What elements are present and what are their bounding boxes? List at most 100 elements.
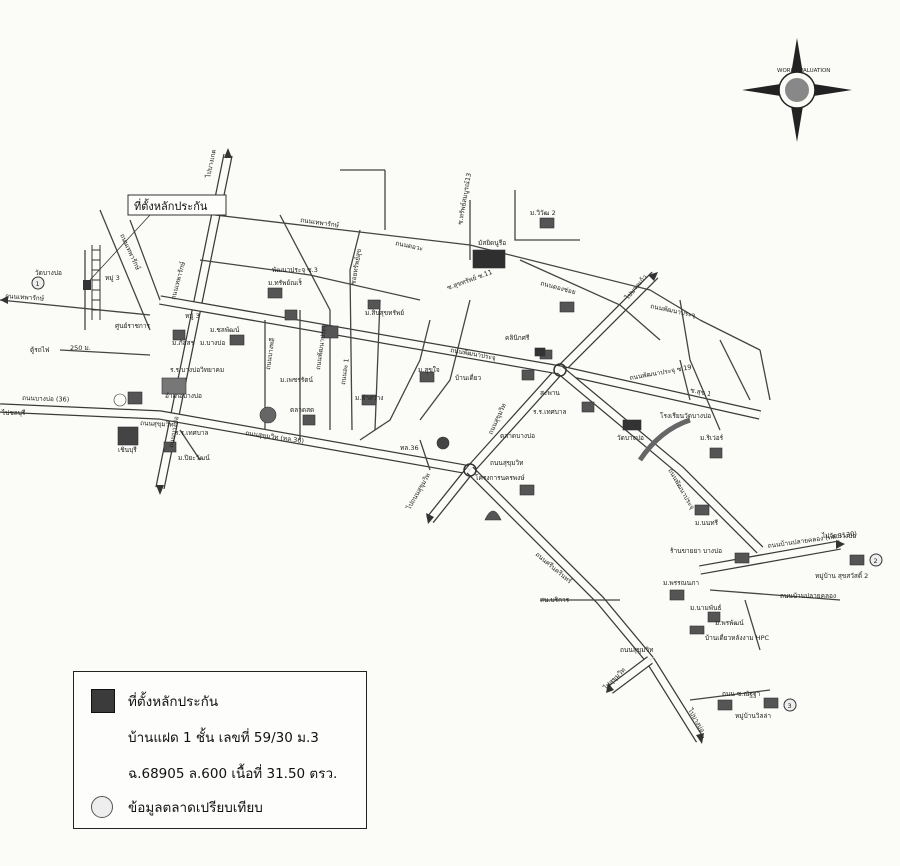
map-label: ร.ร.เทศบาล	[175, 429, 209, 437]
map-label: ม.วิวัฒ 2	[530, 209, 556, 217]
map-label: ม.นามพันธ์	[690, 604, 721, 612]
legend: ที่ตั้งหลักประกัน บ้านแฝด 1 ชั้น เลขที่ …	[73, 671, 367, 829]
house-icon	[163, 441, 177, 453]
map-label: พัฒนาประจุ ซ.3	[272, 266, 318, 274]
school-icon	[161, 377, 187, 395]
compass-w: W	[765, 87, 772, 95]
map-label: ม.ชลพัฒน์	[210, 326, 240, 334]
map-label: ถนนบางบ่อ (36)	[22, 394, 69, 404]
legend-subject-label: ที่ตั้งหลักประกัน	[128, 694, 219, 710]
subject-location-marker	[83, 280, 91, 290]
map-label: หมู่ 3	[185, 312, 200, 320]
house-icon	[172, 329, 186, 341]
compass-e: E	[823, 87, 827, 95]
map-label: โครงการนครพงษ์	[475, 474, 525, 482]
map-label: ถนนเทพารักษ์	[5, 292, 45, 303]
house-icon	[709, 447, 723, 459]
map-label: ถนนบางพลี	[264, 337, 276, 370]
map-label: สะพาน	[540, 389, 560, 397]
canal-icon	[637, 417, 691, 462]
compass-ring-text: WORLD VALUATION	[777, 68, 830, 74]
map-label: ม.ภัสสร	[172, 339, 195, 347]
map-label: ทล.36	[400, 444, 419, 452]
map-label: ไปวัดบางบ่อ	[821, 532, 856, 540]
house-icon	[559, 301, 575, 313]
marker-1: 1	[36, 280, 40, 288]
map-label: วัดบางบ่อ	[617, 434, 644, 442]
house-icon	[539, 217, 555, 229]
railway	[91, 245, 101, 320]
callout-text: ที่ตั้งหลักประกัน	[134, 198, 208, 213]
landmark-icons	[113, 217, 865, 711]
map-label: เชินบุรี	[118, 446, 137, 454]
house-icon	[284, 309, 298, 321]
roundabout-2	[553, 363, 567, 377]
house-icon	[519, 484, 535, 496]
map-label: ซอยทรัพย์สุข	[349, 248, 363, 285]
marker-2: 2	[874, 557, 878, 565]
building-icon	[734, 552, 750, 564]
map-label: ถนน ซ.ณัฐฐา	[722, 690, 761, 698]
map-label: ถนนเทพารักษ์	[169, 260, 187, 300]
map-label: ตลาดบางบ่อ	[500, 432, 535, 440]
map-label: ร้านขายยา บางบ่อ	[670, 547, 722, 555]
map-label: ถนนตอวะ	[395, 239, 424, 253]
map-label: โรงเรียนวัดบางบ่อ	[660, 412, 711, 420]
house-icon	[361, 394, 377, 406]
map-label: ถนนสุขุมวิท	[140, 419, 174, 429]
compass-n: N	[794, 59, 799, 67]
map-label: บ้านเดี่ยว	[455, 373, 481, 382]
map-label: ม.บางบ่อ	[200, 339, 225, 347]
map-label: ถนนตองช่อย	[539, 279, 576, 296]
house-icon	[229, 334, 245, 346]
map-label: ม.ปิยะวัฒน์	[178, 454, 210, 462]
map-label: สน.บริการ	[540, 596, 570, 604]
map-label: ถนนบ้านปลายคลอง	[780, 592, 836, 600]
house-icon	[267, 287, 283, 299]
marker-3: 3	[788, 702, 792, 710]
house-icon	[849, 554, 865, 566]
map-label: ไปบางเกด	[204, 149, 218, 180]
house-icon	[302, 414, 316, 426]
map-label: ถนนเทพารักษ์	[118, 232, 142, 271]
house-icon	[707, 611, 721, 623]
gear-icon	[259, 406, 277, 424]
map-label: ถนนละ 1	[339, 358, 351, 385]
house-icon	[763, 697, 779, 709]
house-icon	[669, 589, 685, 601]
minor-roads	[0, 169, 841, 701]
sign-icon	[127, 391, 143, 405]
map-label: ร.ร.บางบ่อวิทยาคม	[170, 366, 224, 374]
roundabout	[463, 463, 477, 477]
map-label: ศูนย์ราชการ	[115, 322, 151, 330]
map-label: ถนนสุขุมวิท	[620, 646, 653, 654]
temple-icon	[113, 393, 127, 407]
road-arrows	[0, 148, 845, 744]
map-label: ม.สุขใจ	[418, 366, 440, 374]
house-icon	[581, 401, 595, 413]
mosque-icon	[472, 249, 506, 269]
map-label: ถนนพัฒนาประจุ	[650, 302, 697, 319]
map-label: อำเภอบางบ่อ	[165, 392, 202, 400]
map-label: ถนนสุขุมวิท	[490, 459, 523, 467]
map-label: คลินิกศรี	[505, 334, 530, 342]
map-label: ซ.สุขทรัพย์ ซ.11	[446, 268, 493, 292]
map-label: ม.ลำสว่าง	[355, 394, 383, 402]
map-label: ม.พรรณนภา	[663, 579, 699, 587]
building-icon	[717, 699, 733, 711]
house-icon	[689, 625, 705, 635]
map-label: 250 ม.	[70, 344, 91, 352]
map-label: ไปถนนสุขุมวิท	[404, 472, 432, 512]
map-label: ม.พรพัฒน์	[715, 619, 744, 627]
map-label: ไปชลบุรี	[1, 409, 26, 417]
legend-line-2: ฉ.68905 ล.600 เนื้อที่ 31.50 ตรว.	[128, 766, 338, 782]
compass-s: S	[794, 118, 798, 126]
market-legend-swatch	[91, 796, 113, 818]
temple-roof-icon	[622, 419, 642, 431]
logo-icon	[117, 426, 139, 446]
market-markers: 1 2 3	[31, 276, 883, 712]
map-label: มัสยิดนูรีอ	[478, 239, 506, 247]
shrine-icon	[534, 347, 546, 357]
map-label: ตลาดสด	[290, 406, 314, 414]
